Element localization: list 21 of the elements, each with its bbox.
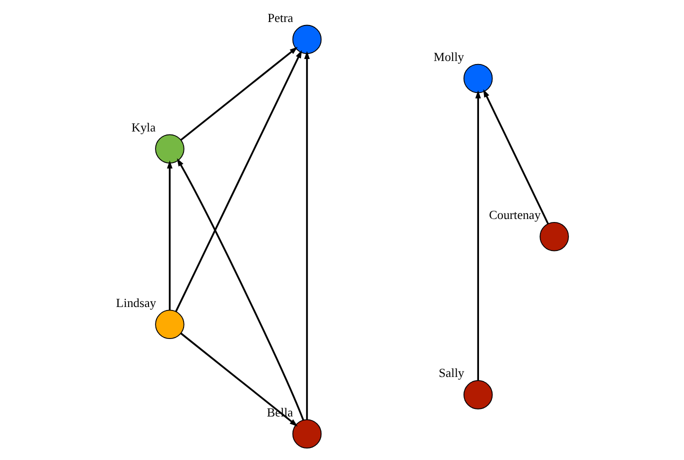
node-label: Kyla (131, 120, 156, 134)
arrow (180, 46, 298, 141)
node-circle (292, 24, 322, 54)
arrow (174, 50, 302, 312)
node-circle (154, 134, 184, 164)
node-label: Petra (267, 10, 293, 25)
node-label: Sally (438, 366, 464, 380)
node-circle (462, 380, 492, 410)
arrow (474, 90, 480, 380)
arrow (166, 160, 172, 310)
node-circle (154, 310, 184, 340)
node-label: Courtenay (488, 208, 540, 222)
node-circle (462, 64, 492, 94)
arrow (180, 332, 298, 426)
arrow (304, 51, 310, 420)
node-circle (539, 222, 568, 252)
node-circle (292, 419, 322, 448)
arrow (176, 158, 304, 420)
arrow (482, 89, 548, 224)
node-label: Molly (433, 50, 464, 64)
node-label: Lindsay (116, 296, 156, 310)
